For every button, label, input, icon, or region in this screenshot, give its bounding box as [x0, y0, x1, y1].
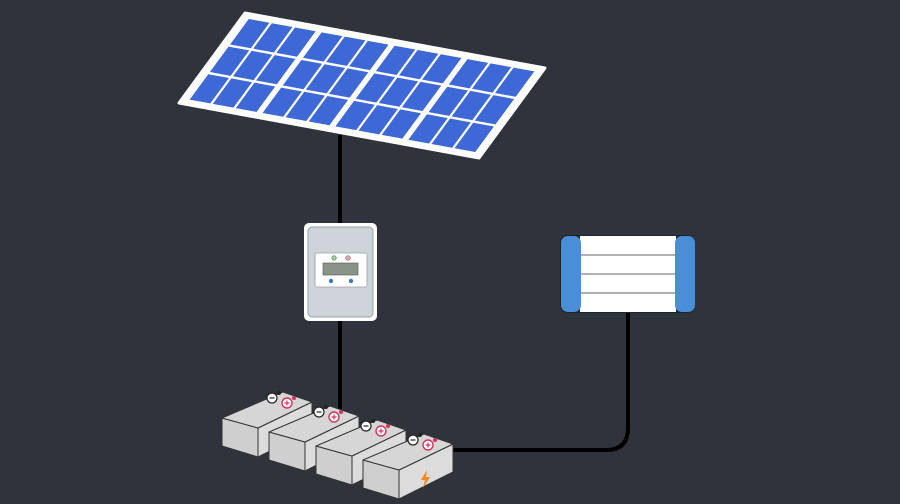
battery-bank: [221, 391, 454, 500]
solar-cell: [235, 82, 276, 112]
solar-cell: [454, 122, 494, 152]
solar-cell: [349, 40, 389, 71]
solar-cell: [326, 36, 366, 66]
solar-cell: [335, 100, 375, 131]
solar-cell: [232, 50, 273, 81]
solar-cell: [355, 73, 396, 103]
solar-cell: [471, 63, 512, 93]
solar-cell: [448, 59, 489, 89]
solar-cell: [276, 27, 316, 57]
solar-cell: [408, 114, 448, 144]
terminal-post: [371, 419, 375, 423]
solar-cell: [209, 46, 250, 76]
solar-cell: [212, 78, 253, 108]
solar-cell: [431, 118, 471, 148]
terminal-post: [277, 391, 281, 395]
solar-cell: [428, 86, 468, 116]
terminal-post: [339, 410, 343, 414]
solar-cell: [308, 96, 349, 126]
plus-icon: [378, 428, 384, 434]
green-led-icon: [331, 255, 337, 261]
solar-cell: [328, 68, 369, 98]
solar-cell: [305, 64, 346, 94]
terminal-post: [433, 438, 437, 442]
solar-cell: [474, 95, 515, 125]
solar-cell: [253, 23, 293, 53]
wire-battery-to-heater: [440, 312, 630, 452]
plus-icon: [331, 414, 337, 420]
solar-cell: [401, 81, 442, 112]
plus-icon: [284, 400, 290, 406]
lightning-bolt-icon: [421, 470, 430, 488]
solar-cell: [378, 77, 419, 107]
solar-cell: [451, 90, 492, 121]
battery: [362, 433, 454, 500]
charge-controller: [304, 223, 377, 321]
solar-cell: [399, 49, 439, 80]
solar-cell: [256, 55, 296, 85]
solar-cell: [375, 45, 416, 75]
terminal-post: [418, 433, 422, 437]
heater: [560, 235, 695, 313]
display-screen: [322, 262, 359, 276]
terminal-post: [324, 405, 328, 409]
wires: [338, 135, 630, 452]
solar-panel: [177, 11, 547, 160]
solar-cell: [282, 59, 323, 90]
solar-cell: [381, 109, 421, 139]
terminal-post: [386, 424, 390, 428]
plus-icon: [425, 442, 431, 448]
button-icon: [328, 278, 334, 284]
solar-cell: [262, 87, 302, 117]
solar-cell: [285, 91, 325, 122]
solar-cell: [422, 54, 462, 84]
solar-cell: [230, 19, 270, 49]
red-led-icon: [345, 255, 351, 261]
solar-cell: [495, 67, 535, 97]
solar-cell: [358, 105, 398, 135]
solar-cell: [303, 32, 343, 62]
terminal-post: [292, 396, 296, 400]
solar-cell: [189, 74, 229, 104]
button-icon: [348, 278, 354, 284]
